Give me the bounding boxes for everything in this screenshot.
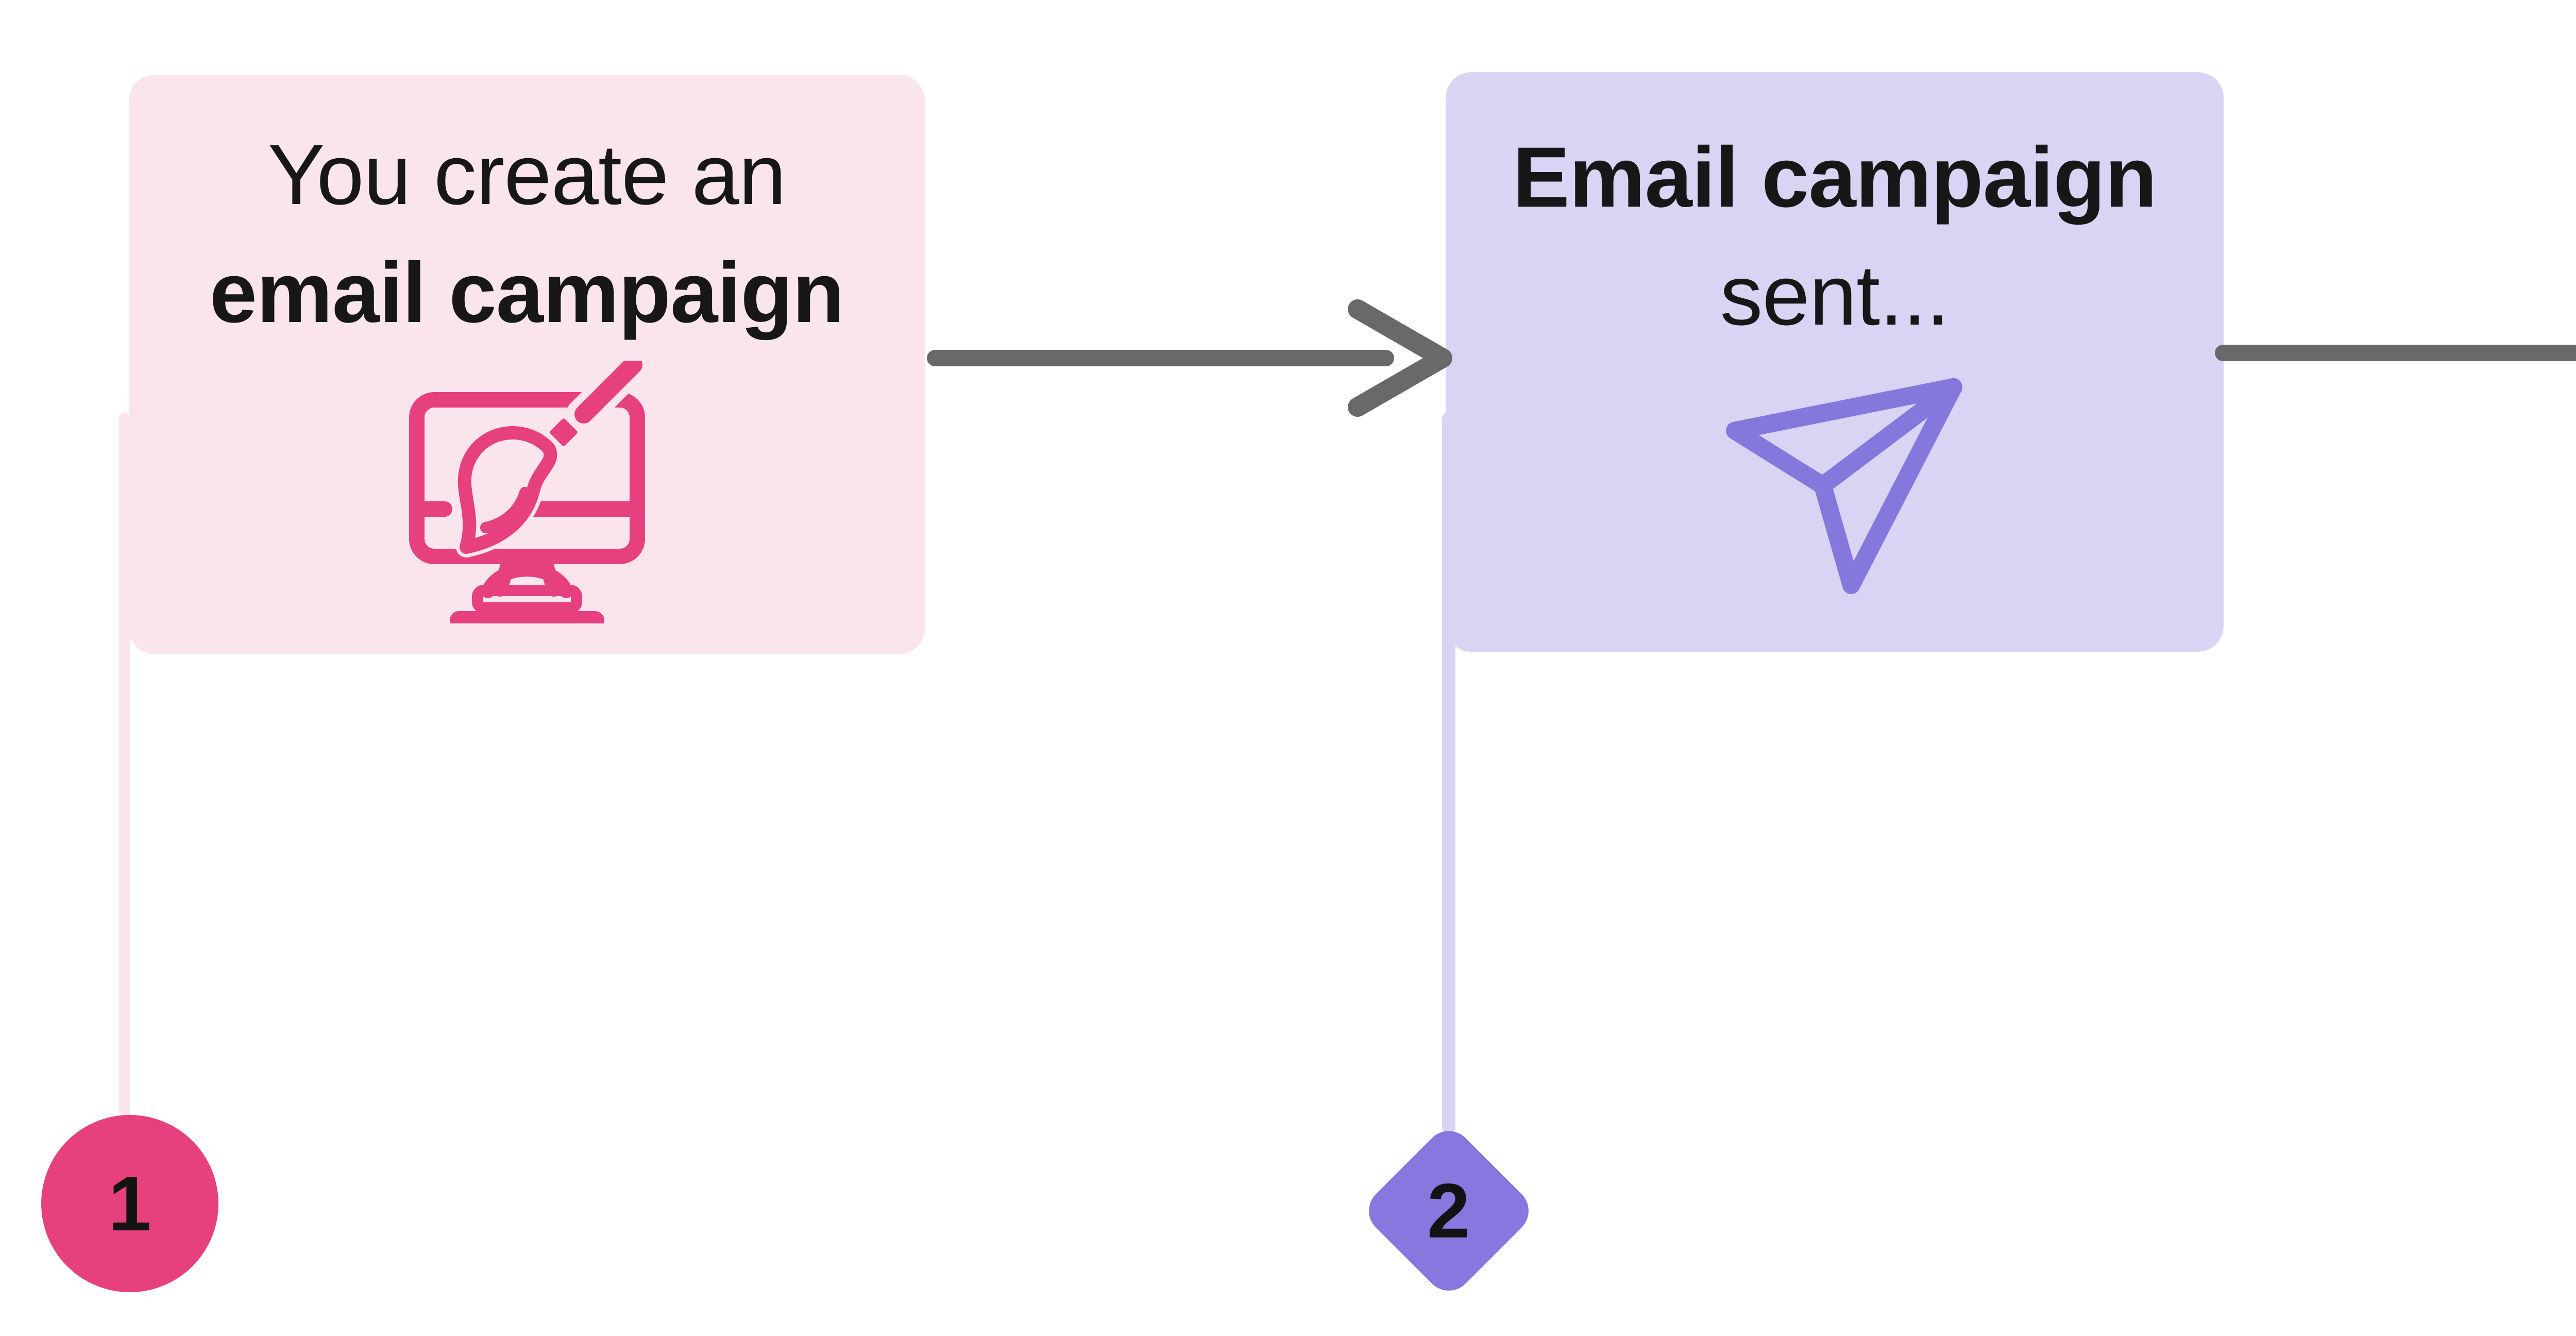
card2-line1: Email campaign xyxy=(1513,130,2157,225)
step-number-2: 2 xyxy=(1427,1167,1470,1254)
step-number-1: 1 xyxy=(108,1160,151,1247)
card1-line1: You create an xyxy=(267,127,786,223)
step-card-campaign-sent: Email campaign sent... xyxy=(1446,72,2224,652)
card2-title: Email campaign sent... xyxy=(1446,119,2224,354)
step-marker-2: 2 xyxy=(1359,1121,1538,1300)
card2-line2: sent... xyxy=(1720,248,1950,344)
step-marker-1: 1 xyxy=(41,1115,218,1292)
monitor-paintbrush-icon xyxy=(409,361,646,623)
arrow-right-icon-2 xyxy=(2215,345,2576,361)
step-card-create-campaign: You create an email campaign xyxy=(129,75,925,654)
card1-line2: email campaign xyxy=(209,245,845,341)
card1-title: You create an email campaign xyxy=(129,116,925,352)
arrow-right-icon-1 xyxy=(927,299,1452,417)
connector-line-step-1 xyxy=(119,412,130,1119)
paper-plane-icon xyxy=(1725,378,1962,595)
